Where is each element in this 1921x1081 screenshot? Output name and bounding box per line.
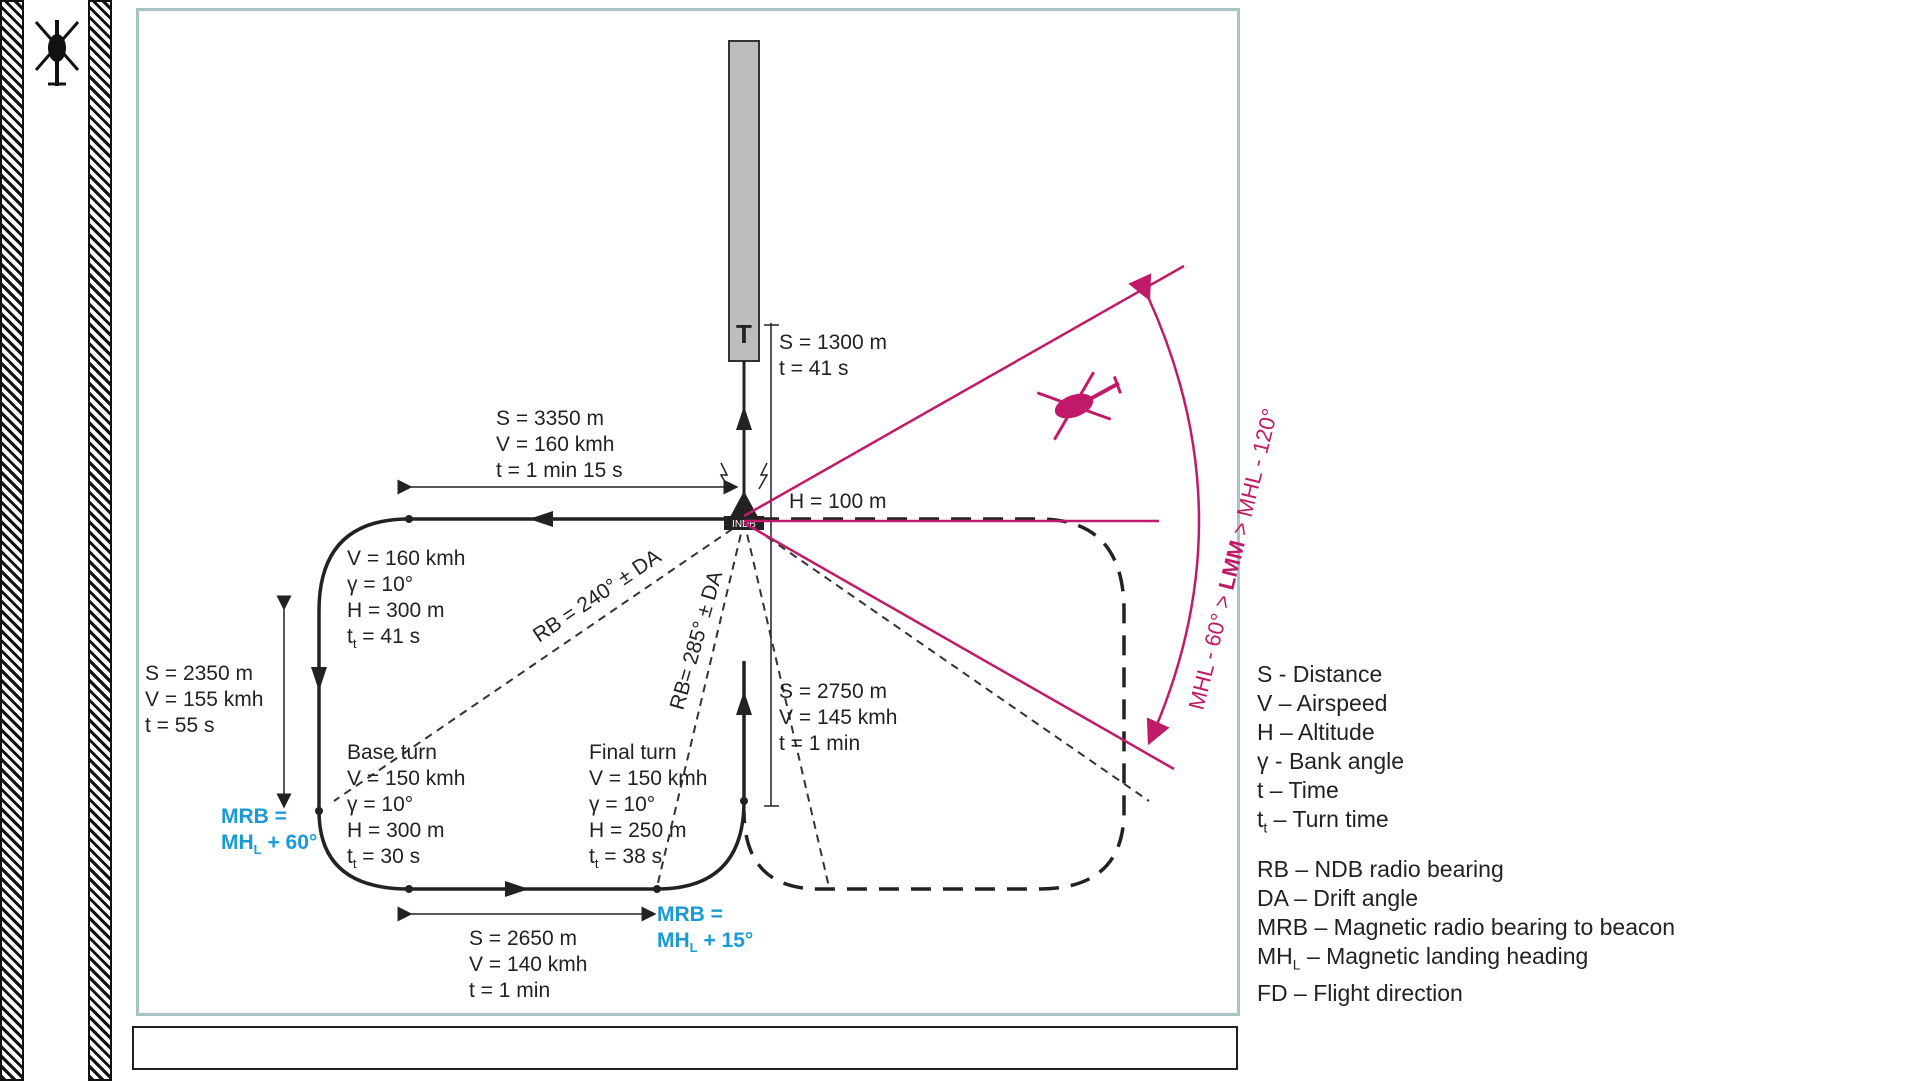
final-turn-speed: V = 150 kmh <box>589 767 707 790</box>
bottom-leg-speed: V = 140 kmh <box>469 953 587 976</box>
racetrack-path <box>317 517 746 891</box>
runway-marker: T <box>736 319 752 349</box>
traffic-pattern-diagram: T INDB MHL - 60° > LMM > MHL - 120° <box>145 40 1283 1002</box>
mirror-pattern <box>742 517 1126 891</box>
right-leg-speed: V = 145 kmh <box>779 706 897 729</box>
mrb-right-line2: MHL + 15° <box>657 929 753 955</box>
legend-radio-bearing: RB – NDB radio bearing <box>1257 855 1504 882</box>
mrb-left-line2: MHL + 60° <box>221 831 317 857</box>
legend-mrb: MRB – Magnetic radio bearing to beacon <box>1257 913 1676 940</box>
runway-segment-distance: S = 1300 m <box>779 331 887 354</box>
radio-bearing-240: RB = 240° ± DA <box>529 545 665 647</box>
legend-turn-time: tt – Turn time <box>1257 806 1389 836</box>
legend-mhl: MHL – Magnetic landing heading <box>1257 942 1589 973</box>
base-turn-bank: γ = 10° <box>347 793 413 816</box>
bottom-leg-distance: S = 2650 m <box>469 927 577 950</box>
base-turn-title: Base turn <box>347 741 437 764</box>
runway-segment-time: t = 41 s <box>779 357 848 380</box>
final-turn-altitude: H = 250 m <box>589 819 686 842</box>
top-leg-distance: S = 3350 m <box>496 407 604 430</box>
first-turn-time: tt = 41 s <box>347 625 420 651</box>
diagram-frame: T INDB MHL - 60° > LMM > MHL - 120° <box>136 8 1283 1016</box>
first-turn-altitude: H = 300 m <box>347 599 444 622</box>
final-turn-title: Final turn <box>589 741 677 764</box>
legend-distance: S - Distance <box>1257 661 1383 687</box>
helicopter-icon <box>1036 371 1122 441</box>
top-leg-speed: V = 160 kmh <box>496 433 614 456</box>
helicopter-logo-icon <box>34 20 80 86</box>
legend: S - Distance V – Airspeed H – Altitude γ… <box>1257 660 1777 1008</box>
mrb-right-line1: MRB = <box>657 903 723 926</box>
right-leg-time: t = 1 min <box>779 732 860 755</box>
top-leg-time: t = 1 min 15 s <box>496 459 623 482</box>
legend-bank-angle: γ - Bank angle <box>1257 748 1405 774</box>
legend-flight-direction: FD – Flight direction <box>1257 980 1463 1007</box>
left-leg-distance: S = 2350 m <box>145 662 253 685</box>
left-leg-speed: V = 155 kmh <box>145 688 263 711</box>
runway <box>728 40 760 362</box>
ndb-altitude: H = 100 m <box>789 490 886 513</box>
legend-altitude: H – Altitude <box>1257 719 1375 745</box>
first-turn-speed: V = 160 kmh <box>347 547 465 570</box>
base-turn-altitude: H = 300 m <box>347 819 444 842</box>
hatch-border-left <box>0 0 24 1081</box>
legend-airspeed: V – Airspeed <box>1257 690 1388 716</box>
caption-box <box>132 1026 1238 1070</box>
right-leg-distance: S = 2750 m <box>779 680 887 703</box>
first-turn-bank: γ = 10° <box>347 573 413 596</box>
mrb-left-line1: MRB = <box>221 805 287 828</box>
hatch-border-right <box>88 0 112 1081</box>
legend-drift-angle: DA – Drift angle <box>1257 884 1419 911</box>
base-turn-speed: V = 150 kmh <box>347 767 465 790</box>
bottom-leg-time: t = 1 min <box>469 979 550 1002</box>
radio-bearing-285: RB= 285° ± DA <box>666 569 728 713</box>
legend-time: t – Time <box>1257 777 1339 803</box>
final-turn-bank: γ = 10° <box>589 793 655 816</box>
approach-sector <box>743 264 1201 771</box>
final-turn-time: tt = 38 s <box>589 845 662 871</box>
base-turn-time: tt = 30 s <box>347 845 420 871</box>
left-leg-time: t = 55 s <box>145 714 214 737</box>
